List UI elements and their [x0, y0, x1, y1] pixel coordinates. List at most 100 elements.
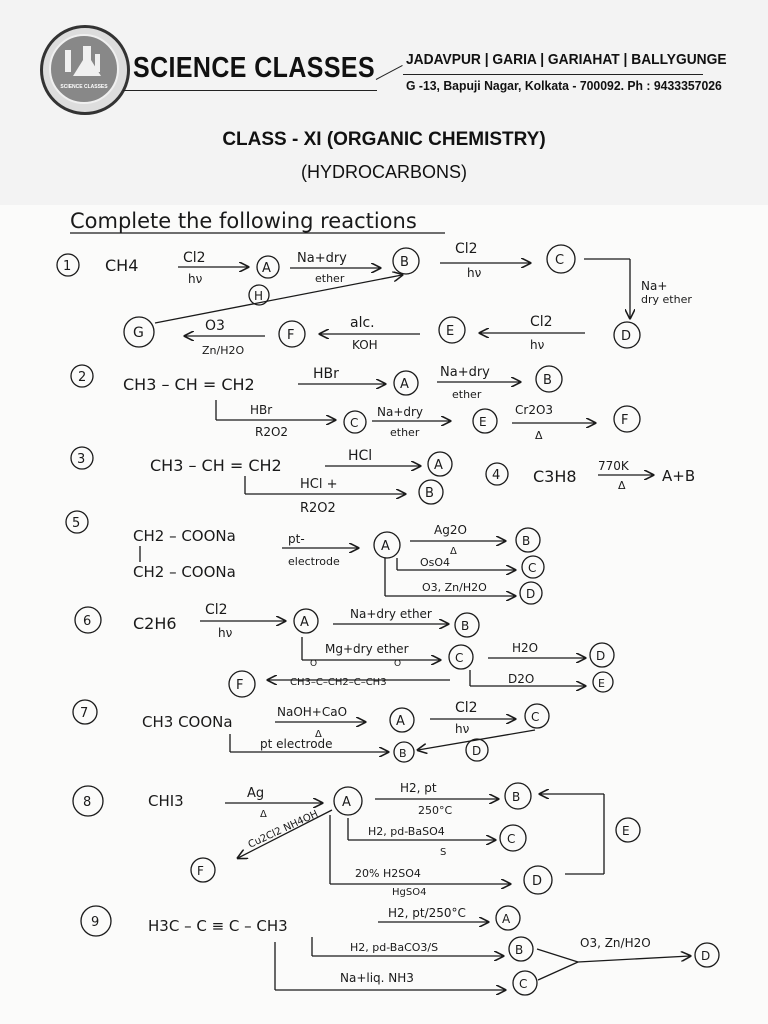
q1-condition: hν	[467, 266, 482, 280]
q8-start: CHI3	[148, 792, 184, 810]
q2-reagent: Na+dry	[377, 405, 423, 419]
q6-reagent: Na+dry ether	[350, 607, 432, 621]
q2-condition: ether	[390, 426, 420, 439]
q8-reagent: Cu2Cl2 NH4OH	[247, 809, 320, 851]
q6-product-c: C	[455, 651, 463, 665]
q6-product-a: A	[300, 615, 309, 630]
q5-reagent: Ag2O	[434, 523, 467, 537]
q9-reagent: O3, Zn/H2O	[580, 936, 651, 950]
q7-condition: Δ	[315, 729, 322, 740]
q8-reagent: H2, pd-BaSO4	[368, 825, 445, 838]
q2-product-b: B	[543, 373, 552, 388]
q1-condition: dry ether	[641, 293, 692, 306]
q2-condition: ether	[452, 388, 482, 401]
q1-condition: hν	[188, 272, 203, 286]
q2-reagent: HBr	[250, 403, 272, 417]
q3-product-b: B	[425, 486, 434, 501]
q2-product-f: F	[621, 413, 628, 428]
reaction-sheet: Complete the following reactions 1 CH4 C…	[56, 209, 720, 996]
q6-product-e: E	[598, 677, 605, 690]
q1-product-a: A	[262, 261, 271, 276]
q6-start: C2H6	[133, 614, 177, 633]
q5-reagent: pt-	[288, 532, 305, 546]
q7-reagent: pt electrode	[260, 737, 333, 751]
q4-condition: Δ	[618, 479, 626, 492]
q4-start: C3H8	[533, 467, 577, 486]
q6-reagent: Mg+dry ether	[325, 642, 409, 656]
q5-condition: electrode	[288, 555, 340, 568]
q1-condition: Zn/H2O	[202, 344, 244, 357]
q7-product-a: A	[396, 714, 405, 729]
brand-name: SCIENCE CLASSES	[133, 52, 376, 84]
q5-start-bottom: CH2 – COONa	[133, 563, 236, 581]
q2-condition: Δ	[535, 429, 543, 442]
q6-condition: hν	[218, 626, 233, 640]
q8-product-e: E	[622, 824, 630, 838]
q9-product-c: C	[519, 977, 527, 991]
q5-condition: Δ	[450, 546, 457, 557]
q8-reagent: 20% H2SO4	[355, 867, 421, 880]
svg-text:O: O	[394, 659, 401, 669]
q1-reagent: alc.	[350, 315, 375, 331]
q1-product-b: B	[400, 255, 409, 270]
address: G -13, Bapuji Nagar, Kolkata - 700092. P…	[406, 78, 722, 93]
q1-product-e: E	[446, 324, 454, 339]
q8-condition: S	[440, 847, 446, 858]
divider	[123, 90, 377, 91]
q1-condition: hν	[530, 338, 545, 352]
q7-reagent: Cl2	[455, 700, 478, 716]
q2-condition: R2O2	[255, 425, 288, 439]
q6-product-d: D	[596, 649, 605, 663]
q1-reagent: Cl2	[455, 241, 478, 257]
q8-product-f: F	[197, 864, 204, 878]
q8-product-a: A	[342, 795, 351, 810]
q5-product-b: B	[522, 534, 530, 548]
q6-reagent: H2O	[512, 641, 538, 655]
q9-reagent: H2, pd-BaCO3/S	[350, 941, 438, 954]
q1-product-f: F	[287, 328, 294, 343]
q2-product-c: C	[350, 416, 358, 430]
q3-product-a: A	[434, 458, 443, 473]
q1-start: CH4	[105, 256, 138, 275]
q3-condition: R2O2	[300, 501, 336, 516]
q9-start: H3C – C ≡ C – CH3	[148, 917, 288, 935]
svg-text:O: O	[310, 659, 317, 669]
q7-condition: hν	[455, 722, 470, 736]
q9-product-b: B	[515, 943, 523, 957]
q9-number: 9	[91, 915, 99, 930]
q1-condition: ether	[315, 272, 345, 285]
page-subtitle: (HYDROCARBONS)	[300, 162, 467, 182]
q8-product-d: D	[532, 874, 542, 889]
q7-number: 7	[80, 706, 88, 721]
q6-reagent: Cl2	[205, 602, 228, 618]
q2-reagent: Na+dry	[440, 365, 490, 380]
q6-number: 6	[83, 614, 91, 629]
q2-product-a: A	[400, 377, 409, 392]
q8-product-c: C	[507, 832, 515, 846]
q7-product-c: C	[531, 710, 539, 724]
q2-reagent: HBr	[313, 366, 339, 382]
divider	[403, 74, 703, 75]
q6-reagent: D2O	[508, 672, 534, 686]
q1-product-g: G	[133, 325, 144, 341]
q2-product-e: E	[479, 415, 487, 429]
q8-number: 8	[83, 795, 91, 810]
logo-text: SCIENCE CLASSES	[60, 84, 108, 90]
q1-reagent: Cl2	[530, 314, 553, 330]
divider	[375, 64, 403, 80]
q5-product-a: A	[381, 539, 390, 554]
q1-product-h: H	[254, 289, 263, 303]
q8-condition: 250°C	[418, 804, 452, 817]
flask-logo-icon: SCIENCE CLASSES	[40, 25, 130, 115]
q7-product-b: B	[399, 747, 407, 760]
q1-product-c: C	[555, 253, 564, 268]
q8-condition: Δ	[260, 809, 267, 820]
q8-reagent: Ag	[247, 786, 264, 801]
q4-products: A+B	[662, 467, 695, 485]
q1-reagent: Na+	[641, 279, 667, 293]
q2-number: 2	[78, 370, 86, 385]
q1-condition: KOH	[352, 338, 378, 352]
q4-condition: 770K	[598, 459, 630, 473]
q3-reagent: HCl +	[300, 477, 338, 492]
branch-list: JADAVPUR | GARIA | GARIAHAT | BALLYGUNGE	[406, 51, 727, 68]
